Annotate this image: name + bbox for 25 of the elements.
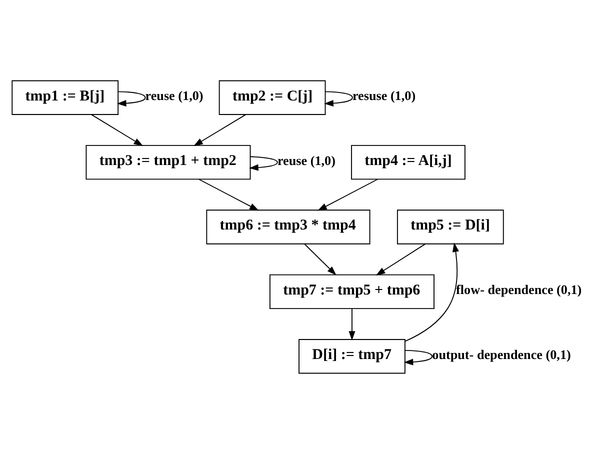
edge-label: output- dependence (0,1) [432, 346, 571, 362]
arrow [404, 350, 433, 366]
node-box: tmp6 := tmp3 * tmp4 [206, 210, 370, 244]
edge-label: reuse (1,0) [277, 152, 336, 168]
arrow [116, 91, 146, 107]
node-box: tmp3 := tmp1 + tmp2 [86, 144, 251, 180]
arrow [90, 114, 144, 146]
arrow [376, 243, 426, 276]
node-box: D[i] := tmp7 [298, 339, 406, 374]
node-box: tmp2 := C[j] [218, 80, 326, 115]
node-box: tmp1 := B[j] [12, 80, 119, 115]
arrow [348, 308, 356, 341]
arrow [318, 178, 378, 211]
arrow [248, 156, 278, 171]
node-box: tmp7 := tmp5 + tmp6 [269, 274, 434, 310]
node-box: tmp5 := D[i] [396, 210, 504, 244]
arrow [304, 244, 336, 276]
edge-label: resuse (1,0) [352, 88, 416, 104]
node-box: tmp4 := A[i,j] [351, 144, 466, 180]
edge-label: flow- dependence (0,1) [456, 282, 582, 298]
edge-label: reuse (1,0) [145, 88, 204, 104]
arrow [198, 178, 259, 211]
arrow [324, 91, 353, 107]
arrow [404, 242, 459, 342]
arrow [194, 114, 246, 146]
